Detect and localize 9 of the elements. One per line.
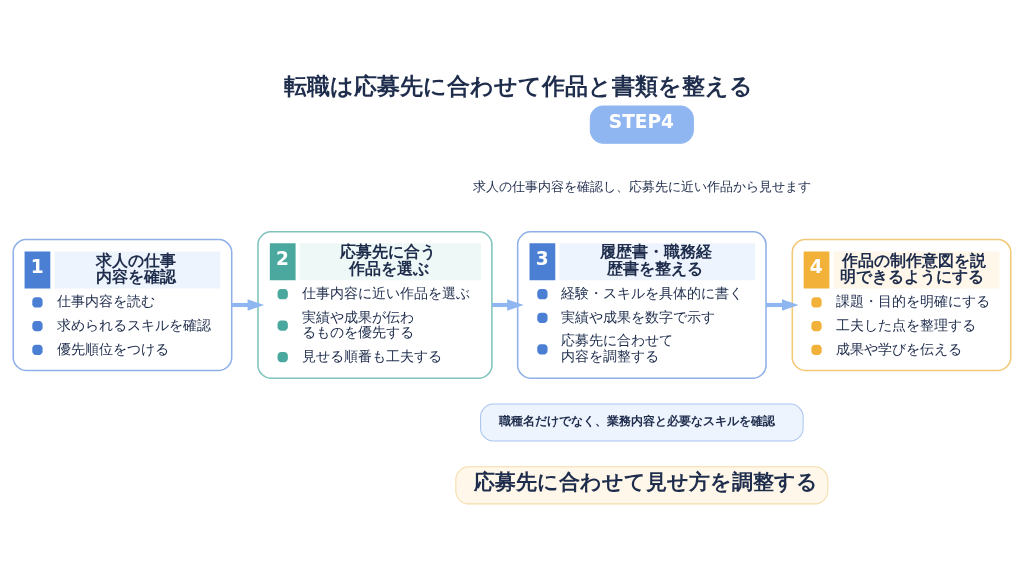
node-box: 4 作品の制作意図を説明できるようにする 課題・目的を明確にする 工夫した点を整理する 成果や学びを伝える <box>791 238 1012 371</box>
node-box: 職種名だけでなく、業務内容と必要なスキルを確認 <box>480 402 804 442</box>
node-box: 1 求人の仕事内容を確認 仕事内容を読む 求められるスキルを確認 優先順位をつける <box>12 238 233 371</box>
node-box: 応募先に合わせて見せ方を調整する <box>455 465 829 504</box>
node-box: 3 履歴書・職務経歴書を整える 経験・スキルを具体的に書く 実績や成果を数字で示す 応募先に合わせて内容を調整する <box>516 230 767 379</box>
node-box: STEP4 <box>589 105 694 144</box>
diagram-title: 転職は応募先に合わせて作品と書類を整える <box>284 72 754 99</box>
label: 求人の仕事内容を確認し、応募先に近い作品から見せます <box>472 178 811 194</box>
node-box: 2 応募先に合う作品を選ぶ 仕事内容に近い作品を選ぶ 実績や成果が伝わるものを優先する 見せる順番も工夫する <box>257 230 493 379</box>
